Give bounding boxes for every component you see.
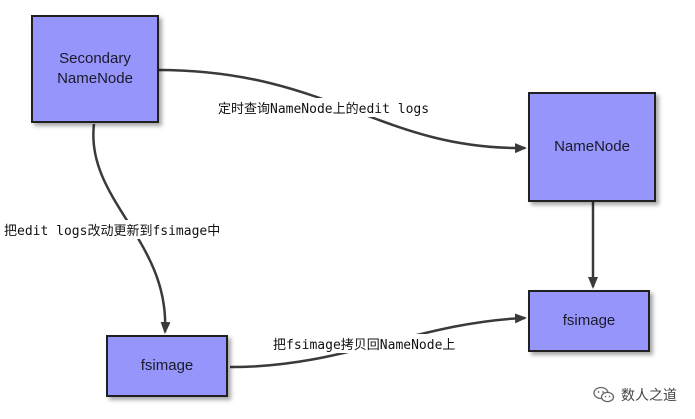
node-namenode-label: NameNode	[554, 138, 630, 155]
label-apply-edit-logs: 把edit logs改动更新到fsimage中	[4, 220, 221, 239]
watermark-text: 数人之道	[621, 388, 677, 404]
node-secondary-line2: NameNode	[57, 70, 133, 87]
node-fsimage-left: fsimage	[106, 335, 228, 397]
wechat-icon	[593, 386, 615, 403]
watermark: 数人之道	[593, 385, 677, 405]
node-secondary-namenode: Secondary NameNode	[31, 15, 159, 123]
node-secondary-line1: Secondary	[59, 50, 131, 67]
label-copy-fsimage: 把fsimage拷贝回NameNode上	[273, 334, 456, 353]
node-fsimage-right-label: fsimage	[562, 312, 616, 329]
node-fsimage-left-label: fsimage	[140, 357, 194, 374]
label-query-edit-logs: 定时查询NameNode上的edit logs	[218, 98, 430, 117]
node-namenode: NameNode	[528, 92, 656, 202]
node-fsimage-right: fsimage	[528, 290, 650, 352]
